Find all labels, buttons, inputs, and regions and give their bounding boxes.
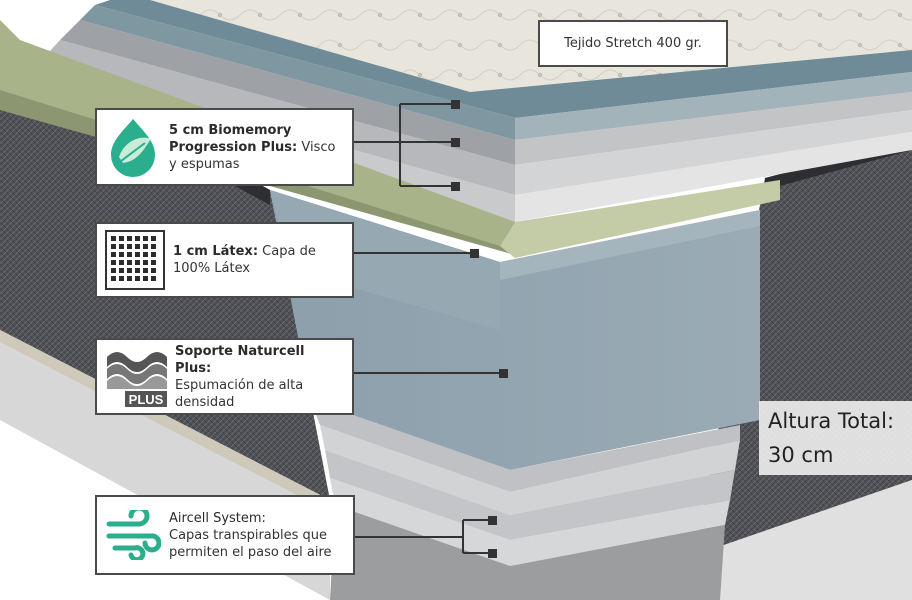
- latex-title: 1 cm Látex:: [173, 244, 259, 259]
- endpoint-marker: [451, 182, 460, 191]
- biomemory-title: 5 cm Biomemory Progression Plus:: [169, 122, 298, 155]
- plus-badge-text: PLUS: [129, 392, 164, 407]
- connector-endpoints: [451, 100, 508, 558]
- connector-lines: [353, 103, 503, 554]
- total-height-value: 30 cm: [768, 443, 834, 467]
- endpoint-marker: [451, 100, 460, 109]
- naturcell-title: Soporte Naturcell Plus:: [175, 343, 305, 376]
- endpoint-marker: [488, 549, 497, 558]
- support-foam-block: [270, 190, 760, 470]
- endpoint-marker: [470, 249, 479, 258]
- base-layers: [310, 400, 740, 600]
- green-leaf-drop-icon: [105, 117, 161, 177]
- biomemory-desc: Visco y espumas: [169, 139, 336, 172]
- latex-callout: 1 cm Látex: Capa de 100% Látex: [95, 222, 354, 298]
- total-height-label: Altura Total:: [768, 409, 895, 433]
- naturcell-desc: Espumación de alta densidad: [175, 377, 304, 410]
- endpoint-marker: [499, 369, 508, 378]
- fabric-callout: Tejido Stretch 400 gr.: [538, 20, 728, 67]
- aircell-callout: Aircell System:Capas transpirables que p…: [95, 495, 355, 575]
- total-height-box: Altura Total: 30 cm: [759, 401, 912, 475]
- latex-grid-icon: [105, 230, 165, 290]
- endpoint-marker: [488, 516, 497, 525]
- latex-desc: Capa de 100% Látex: [173, 244, 316, 276]
- biomemory-callout: 5 cm Biomemory Progression Plus: Visco y…: [95, 108, 354, 186]
- aircell-title: Aircell System:: [169, 510, 266, 526]
- endpoint-marker: [451, 138, 460, 147]
- airflow-wind-icon: [105, 510, 161, 560]
- naturcell-callout: PLUS Soporte Naturcell Plus:Espumación d…: [95, 338, 354, 415]
- aircell-desc: Capas transpirables que permiten el paso…: [169, 527, 332, 560]
- wave-foam-plus-icon: PLUS: [105, 345, 167, 409]
- fabric-label: Tejido Stretch 400 gr.: [564, 36, 702, 51]
